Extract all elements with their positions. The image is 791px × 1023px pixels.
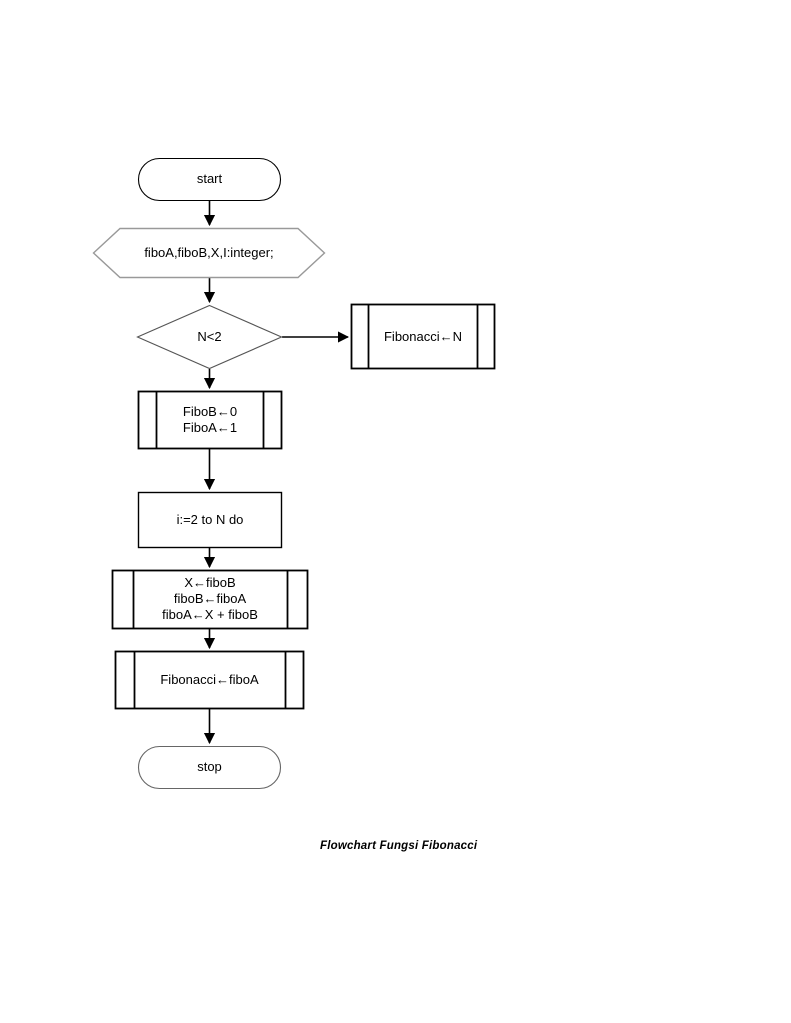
- connectors: [203, 201, 350, 745]
- node-init[interactable]: [137, 390, 283, 450]
- node-fib-n[interactable]: [350, 303, 496, 370]
- node-declare[interactable]: [92, 227, 326, 279]
- node-stop[interactable]: [137, 745, 282, 790]
- node-condition[interactable]: [136, 304, 283, 370]
- node-loop[interactable]: [137, 491, 283, 549]
- diagram-caption: Flowchart Fungsi Fibonacci: [320, 840, 478, 852]
- node-body[interactable]: [111, 569, 309, 630]
- node-start[interactable]: [137, 157, 282, 202]
- node-result[interactable]: [114, 650, 305, 710]
